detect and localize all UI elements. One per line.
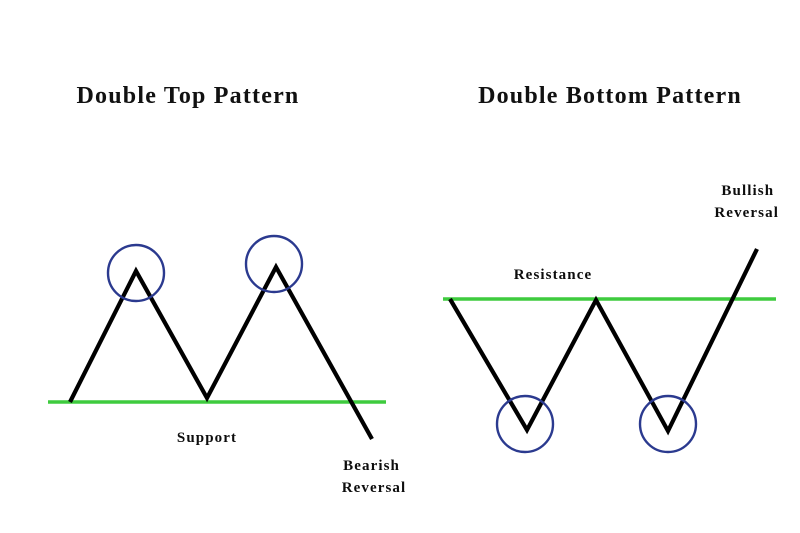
first-top-marker-circle [106, 243, 166, 303]
second-top-marker-circle [244, 234, 304, 294]
resistance-label: Resistance [514, 267, 593, 283]
bearish-reversal-label: Bearish Reversal [342, 458, 407, 496]
bullish-reversal-line-2: Reversal [714, 205, 779, 221]
double-top-price-path [68, 262, 374, 441]
bearish-reversal-line-2: Reversal [342, 480, 407, 496]
double-bottom-title: Double Bottom Pattern [478, 83, 742, 109]
first-bottom-marker-circle [495, 394, 555, 454]
bullish-reversal-line-1: Bullish [721, 183, 774, 199]
second-bottom-marker-circle [638, 394, 698, 454]
bearish-reversal-line-1: Bearish [343, 458, 400, 474]
double-bottom-price-path [448, 248, 759, 436]
panel-double-top: Double Top Pattern Support Bearish Rever… [48, 83, 407, 496]
bullish-reversal-label: Bullish Reversal [714, 183, 779, 221]
support-label: Support [177, 430, 237, 446]
double-top-title: Double Top Pattern [77, 83, 300, 109]
panel-double-bottom: Double Bottom Pattern Resistance Bullish… [443, 83, 779, 454]
